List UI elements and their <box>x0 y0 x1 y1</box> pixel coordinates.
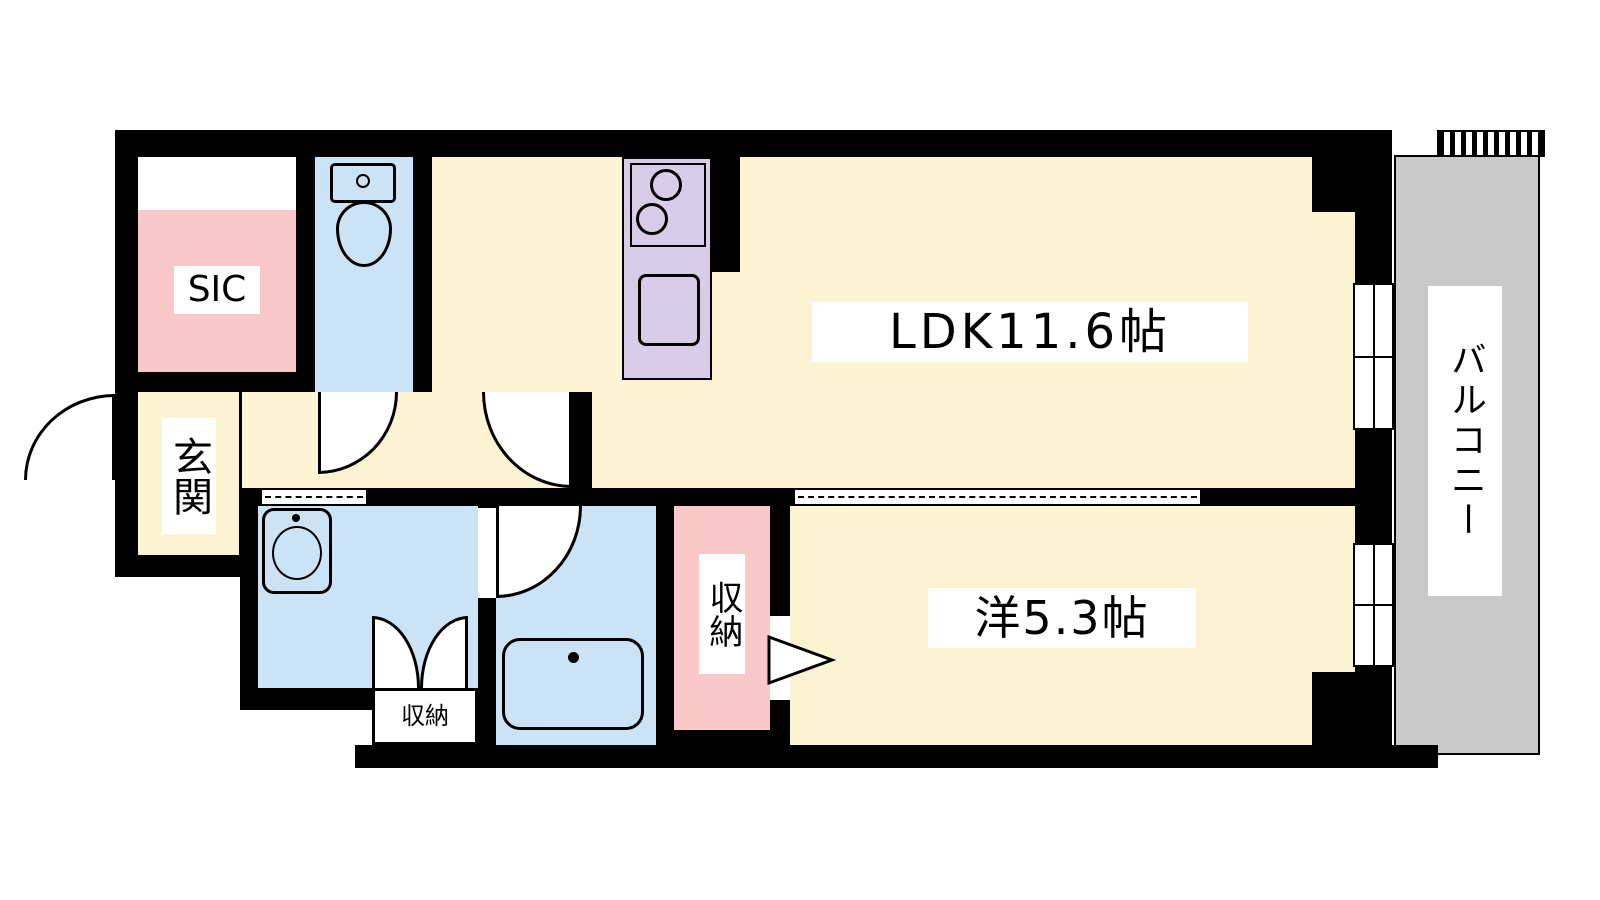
stove-burner-icon <box>650 169 682 201</box>
closet-door-arrow-icon <box>767 634 837 686</box>
window-ldk <box>1353 283 1394 430</box>
label-ldk: LDK11.6帖 <box>812 302 1248 362</box>
wall-closet-bottom <box>674 730 770 745</box>
wall-washroom-bottom <box>240 688 372 710</box>
window-western <box>1353 543 1394 667</box>
vanity-bowl-icon <box>272 526 322 580</box>
kitchen-sink-icon <box>638 274 700 346</box>
wall-corner-bottomright <box>1312 672 1392 745</box>
storage-small-box: 収納 <box>372 688 478 745</box>
wall-corner-topright <box>1312 157 1392 212</box>
entrance-door-arc <box>24 394 115 480</box>
wall-entrance-bottom <box>115 555 240 577</box>
label-western: 洋5.3帖 <box>928 588 1196 648</box>
bath-door-opening <box>478 508 496 598</box>
wall-toilet-left <box>296 130 315 392</box>
entrance-step-line <box>239 392 242 555</box>
wall-washroom-left <box>240 488 258 710</box>
wall-bath-right <box>656 506 674 745</box>
wall-top <box>115 130 1392 157</box>
wall-hall-stub <box>572 392 592 490</box>
label-balcony: バルコニー <box>1428 286 1502 596</box>
wall-sic-bottom <box>115 372 315 392</box>
wall-kitchen-stub <box>712 157 740 272</box>
stove-frame-icon <box>630 163 706 247</box>
wall-bottom <box>355 745 1438 768</box>
toilet-tank-button-icon <box>356 174 370 188</box>
wall-toilet-right <box>413 130 432 392</box>
toilet-bowl-icon <box>336 201 392 267</box>
bathtub-drain-icon <box>568 652 579 663</box>
wall-left <box>115 130 138 577</box>
balcony-end-hatch <box>1437 130 1545 157</box>
label-closet: 収納 <box>699 554 745 674</box>
sliding-door-washroom <box>262 488 366 506</box>
stove-burner-icon <box>636 203 668 235</box>
vanity-tap-icon <box>292 514 300 522</box>
label-entrance: 玄関 <box>162 418 216 534</box>
label-sic: SIC <box>174 266 260 314</box>
sliding-door-western <box>795 488 1200 506</box>
